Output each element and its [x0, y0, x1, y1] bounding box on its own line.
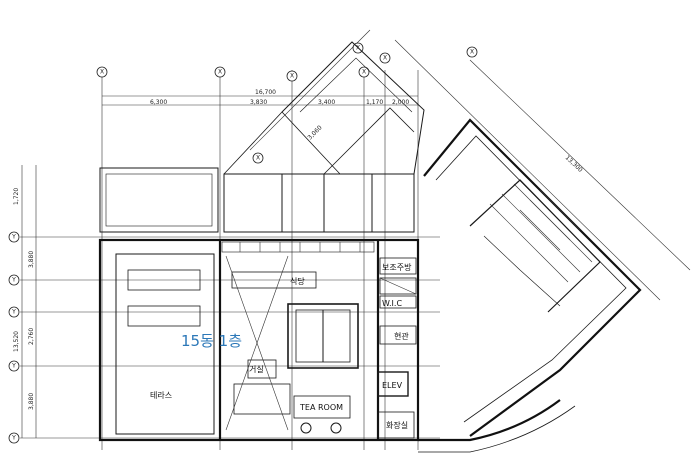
grid-mark: Y — [11, 277, 16, 284]
room-label-tea-room: TEA ROOM — [299, 403, 343, 412]
service-core — [377, 257, 417, 439]
dim-top-4: 1,170 — [366, 99, 383, 106]
room-label-terrace: 테라스 — [150, 391, 172, 400]
dim-top-5: 2,000 — [392, 99, 409, 106]
grid-bubbles: X X X X X X X X Y Y Y Y Y — [8, 42, 478, 444]
dimension-lines-left: 1,720 3,880 2,760 3,880 13,520 — [13, 165, 37, 438]
grid-mark: Y — [11, 309, 16, 316]
grid-mark: X — [256, 155, 260, 162]
living-furniture — [225, 255, 351, 434]
grid-mark: Y — [11, 234, 16, 241]
room-label-wc: 화장실 — [386, 420, 408, 430]
dim-total-top: 16,700 — [255, 89, 276, 96]
room-label-entrance: 현관 — [394, 331, 409, 341]
dim-left-1: 1,720 — [13, 188, 20, 205]
dim-diag-2: 13,300 — [564, 154, 584, 174]
building-walls — [98, 238, 420, 442]
room-label-living: 거실 — [249, 364, 264, 374]
dim-top-1: 6,300 — [150, 99, 167, 106]
upper-panels — [99, 41, 425, 233]
dim-left-2: 3,880 — [28, 251, 35, 268]
dim-left-4: 3,880 — [28, 393, 35, 410]
dim-top-2: 3,830 — [250, 99, 267, 106]
floor-title: 15동 1층 — [181, 332, 242, 350]
room-label-elevator: ELEV — [382, 381, 403, 390]
room-labels: 식당 거실 테라스 TEA ROOM 보조주방 W.I.C 현관 ELEV 화장… — [150, 262, 412, 430]
grid-mark: X — [218, 69, 222, 76]
grid-mark: X — [362, 69, 366, 76]
grid-mark: Y — [11, 363, 16, 370]
grid-mark: X — [100, 69, 104, 76]
room-label-dining: 식당 — [290, 276, 305, 286]
room-label-storage: 보조주방 — [382, 262, 412, 272]
grid-mark: X — [383, 55, 387, 62]
grid-mark: Y — [11, 435, 16, 442]
grid-mark: X — [470, 49, 474, 56]
room-label-wic: W.I.C — [382, 299, 402, 308]
terrace-furniture — [115, 253, 215, 435]
dim-top-3: 3,400 — [318, 99, 335, 106]
dim-left-3: 2,760 — [28, 328, 35, 345]
dim-diag-1: 3,060 — [306, 124, 323, 141]
grid-mark: X — [290, 73, 294, 80]
dim-left-total: 13,520 — [13, 331, 20, 352]
diagonal-wing — [418, 118, 642, 453]
dimension-lines-top: 16,700 6,300 3,830 3,400 1,170 2,000 3,0… — [102, 89, 584, 174]
